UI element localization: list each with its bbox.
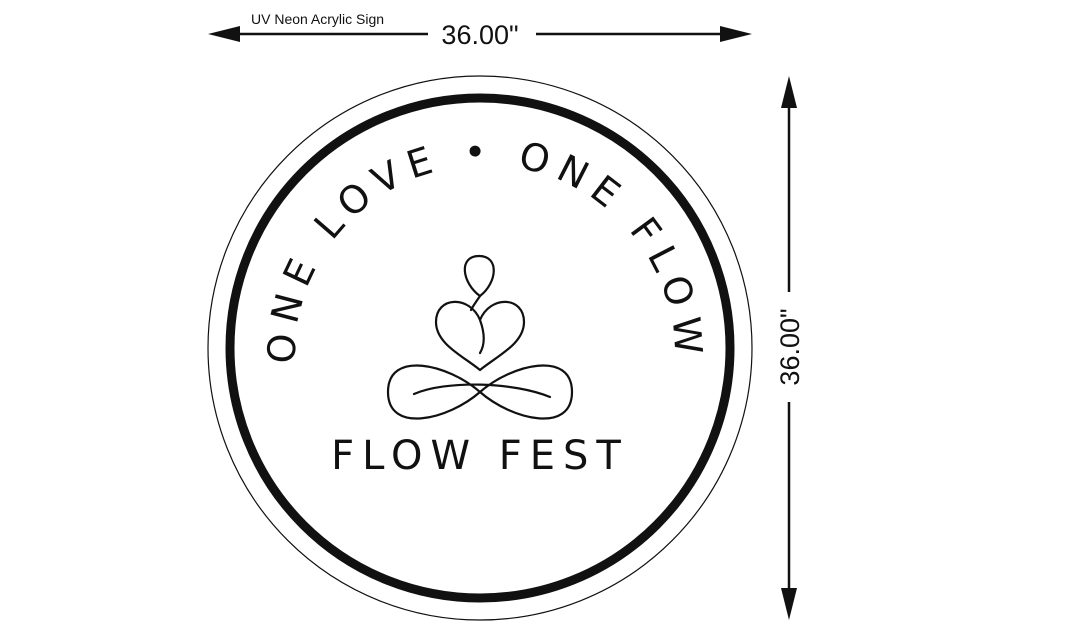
width-dimension: 36.00" bbox=[208, 20, 752, 50]
height-label: 36.00" bbox=[775, 308, 805, 385]
height-dimension: 36.00" bbox=[775, 76, 805, 620]
sign-arc-text-path: ONE LOVE • ONE FLOW bbox=[259, 130, 702, 365]
product-label: UV Neon Acrylic Sign bbox=[251, 11, 384, 27]
sign-name: FLOW FEST bbox=[331, 433, 629, 479]
sign-border-ring bbox=[225, 93, 735, 603]
sign-arc-text: ONE LOVE • ONE FLOW bbox=[259, 130, 711, 365]
arrow-down-icon bbox=[781, 588, 797, 620]
sign-outer-edge bbox=[207, 75, 753, 621]
logo-head-icon bbox=[463, 254, 495, 298]
logo-heart-icon bbox=[434, 300, 526, 372]
meditating-heart-infinity-logo bbox=[386, 254, 574, 420]
logo-flow-line-icon bbox=[412, 383, 552, 399]
logo-heart-curl-icon bbox=[478, 318, 485, 355]
logo-infinity-icon bbox=[386, 364, 574, 420]
arrow-up-icon bbox=[781, 76, 797, 108]
arrow-right-icon bbox=[720, 26, 752, 42]
arrow-left-icon bbox=[208, 26, 240, 42]
width-label: 36.00" bbox=[441, 20, 518, 50]
